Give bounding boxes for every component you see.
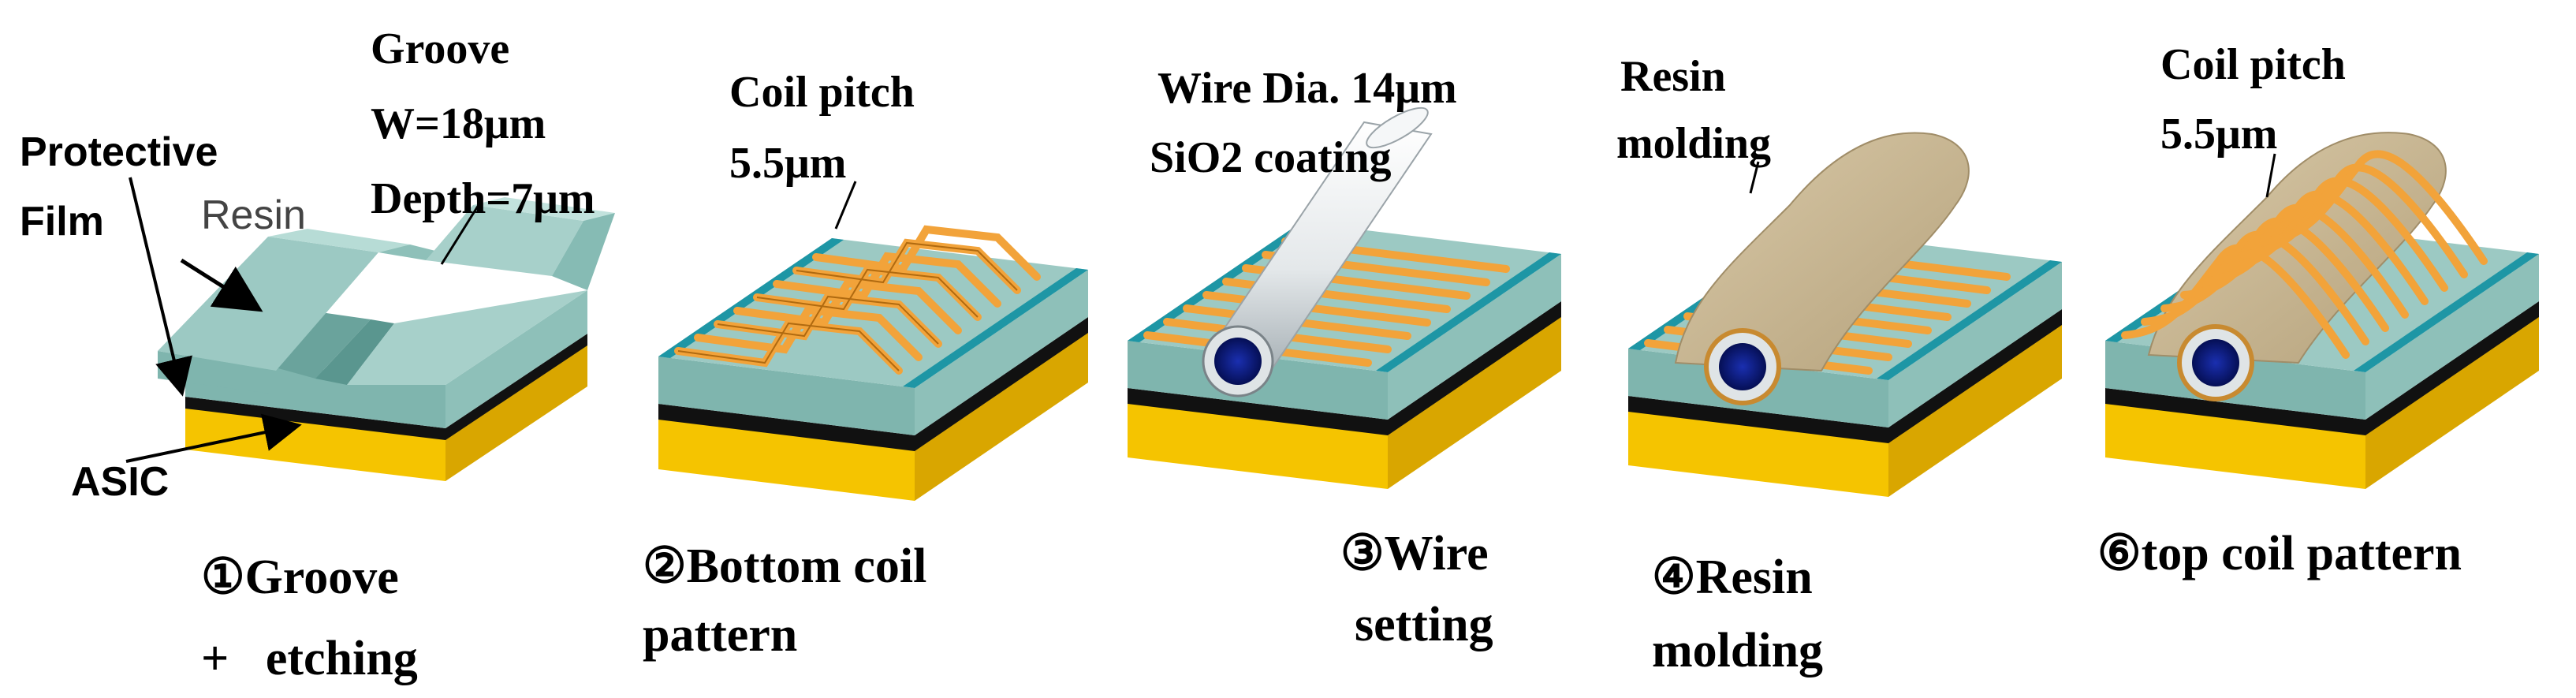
step-2-caption-line-1: ②Bottom coil [643, 539, 926, 593]
step-2-bottom-coil: Coil pitch 5.5μm ②Bottom coil pattern [643, 68, 1088, 662]
top-coil-traces [2121, 150, 2488, 359]
asic-layer [185, 406, 445, 481]
step-1-caption-line-1: ①Groove [201, 551, 399, 604]
coil-pitch-pointer [834, 181, 857, 230]
wire-diameter-label: Wire Dia. 14μm [1158, 64, 1457, 113]
step-1-caption-line-2: + etching [201, 632, 418, 685]
sio2-coating-label: SiO2 coating [1150, 133, 1391, 182]
top-coil-pitch-pointer [2265, 153, 2276, 198]
resin-molding-hump [1674, 132, 1970, 405]
top-coil-pitch-label-1: Coil pitch [2160, 40, 2346, 89]
step-1-chip [158, 197, 615, 481]
step-2-caption-line-2: pattern [643, 608, 797, 662]
step-4-resin-molding: Resin molding ④Resin molding [1616, 52, 2062, 677]
wire [1202, 106, 1433, 398]
step-5-caption-line-1: ⑥top coil pattern [2097, 527, 2462, 580]
step-4-caption-line-1: ④Resin [1652, 551, 1813, 604]
resin-label: Resin [201, 192, 306, 238]
step-3-caption-line-1: ③Wire [1340, 527, 1489, 580]
top-coil-hump [2121, 132, 2488, 401]
protective-film-label-1: Protective [20, 129, 218, 175]
asic-label: ASIC [71, 459, 169, 505]
protective-film-pointer [129, 177, 192, 397]
step-1-groove-etching: Groove W=18μm Depth=7μm Protective Film … [20, 24, 615, 685]
step-3-caption-line-2: setting [1355, 598, 1493, 651]
resin-molding-label-2: molding [1616, 119, 1771, 168]
protective-film-layer [185, 397, 445, 440]
protective-film-label-2: Film [20, 199, 104, 244]
step-3-wire-setting: Wire Dia. 14μm SiO2 coating ③Wire settin… [1128, 64, 1561, 651]
groove-depth-label: Depth=7μm [371, 174, 595, 223]
resin-pointer [180, 258, 263, 312]
groove-width-label: W=18μm [371, 99, 546, 148]
coil-pitch-label-2: 5.5μm [729, 139, 846, 188]
asic-pointer [125, 413, 302, 463]
resin-molding-pointer [1749, 161, 1760, 194]
step-5-top-coil: Coil pitch 5.5μm ⑥top coil pattern [2097, 40, 2539, 580]
groove-title-label: Groove [371, 24, 509, 73]
coil-pitch-label-1: Coil pitch [729, 68, 915, 117]
step-4-caption-line-2: molding [1652, 624, 1823, 677]
top-coil-pitch-label-2: 5.5μm [2160, 110, 2277, 159]
resin-molding-label-1: Resin [1620, 52, 1726, 101]
groove-pointer [440, 200, 483, 265]
step-2-chip [658, 225, 1088, 501]
